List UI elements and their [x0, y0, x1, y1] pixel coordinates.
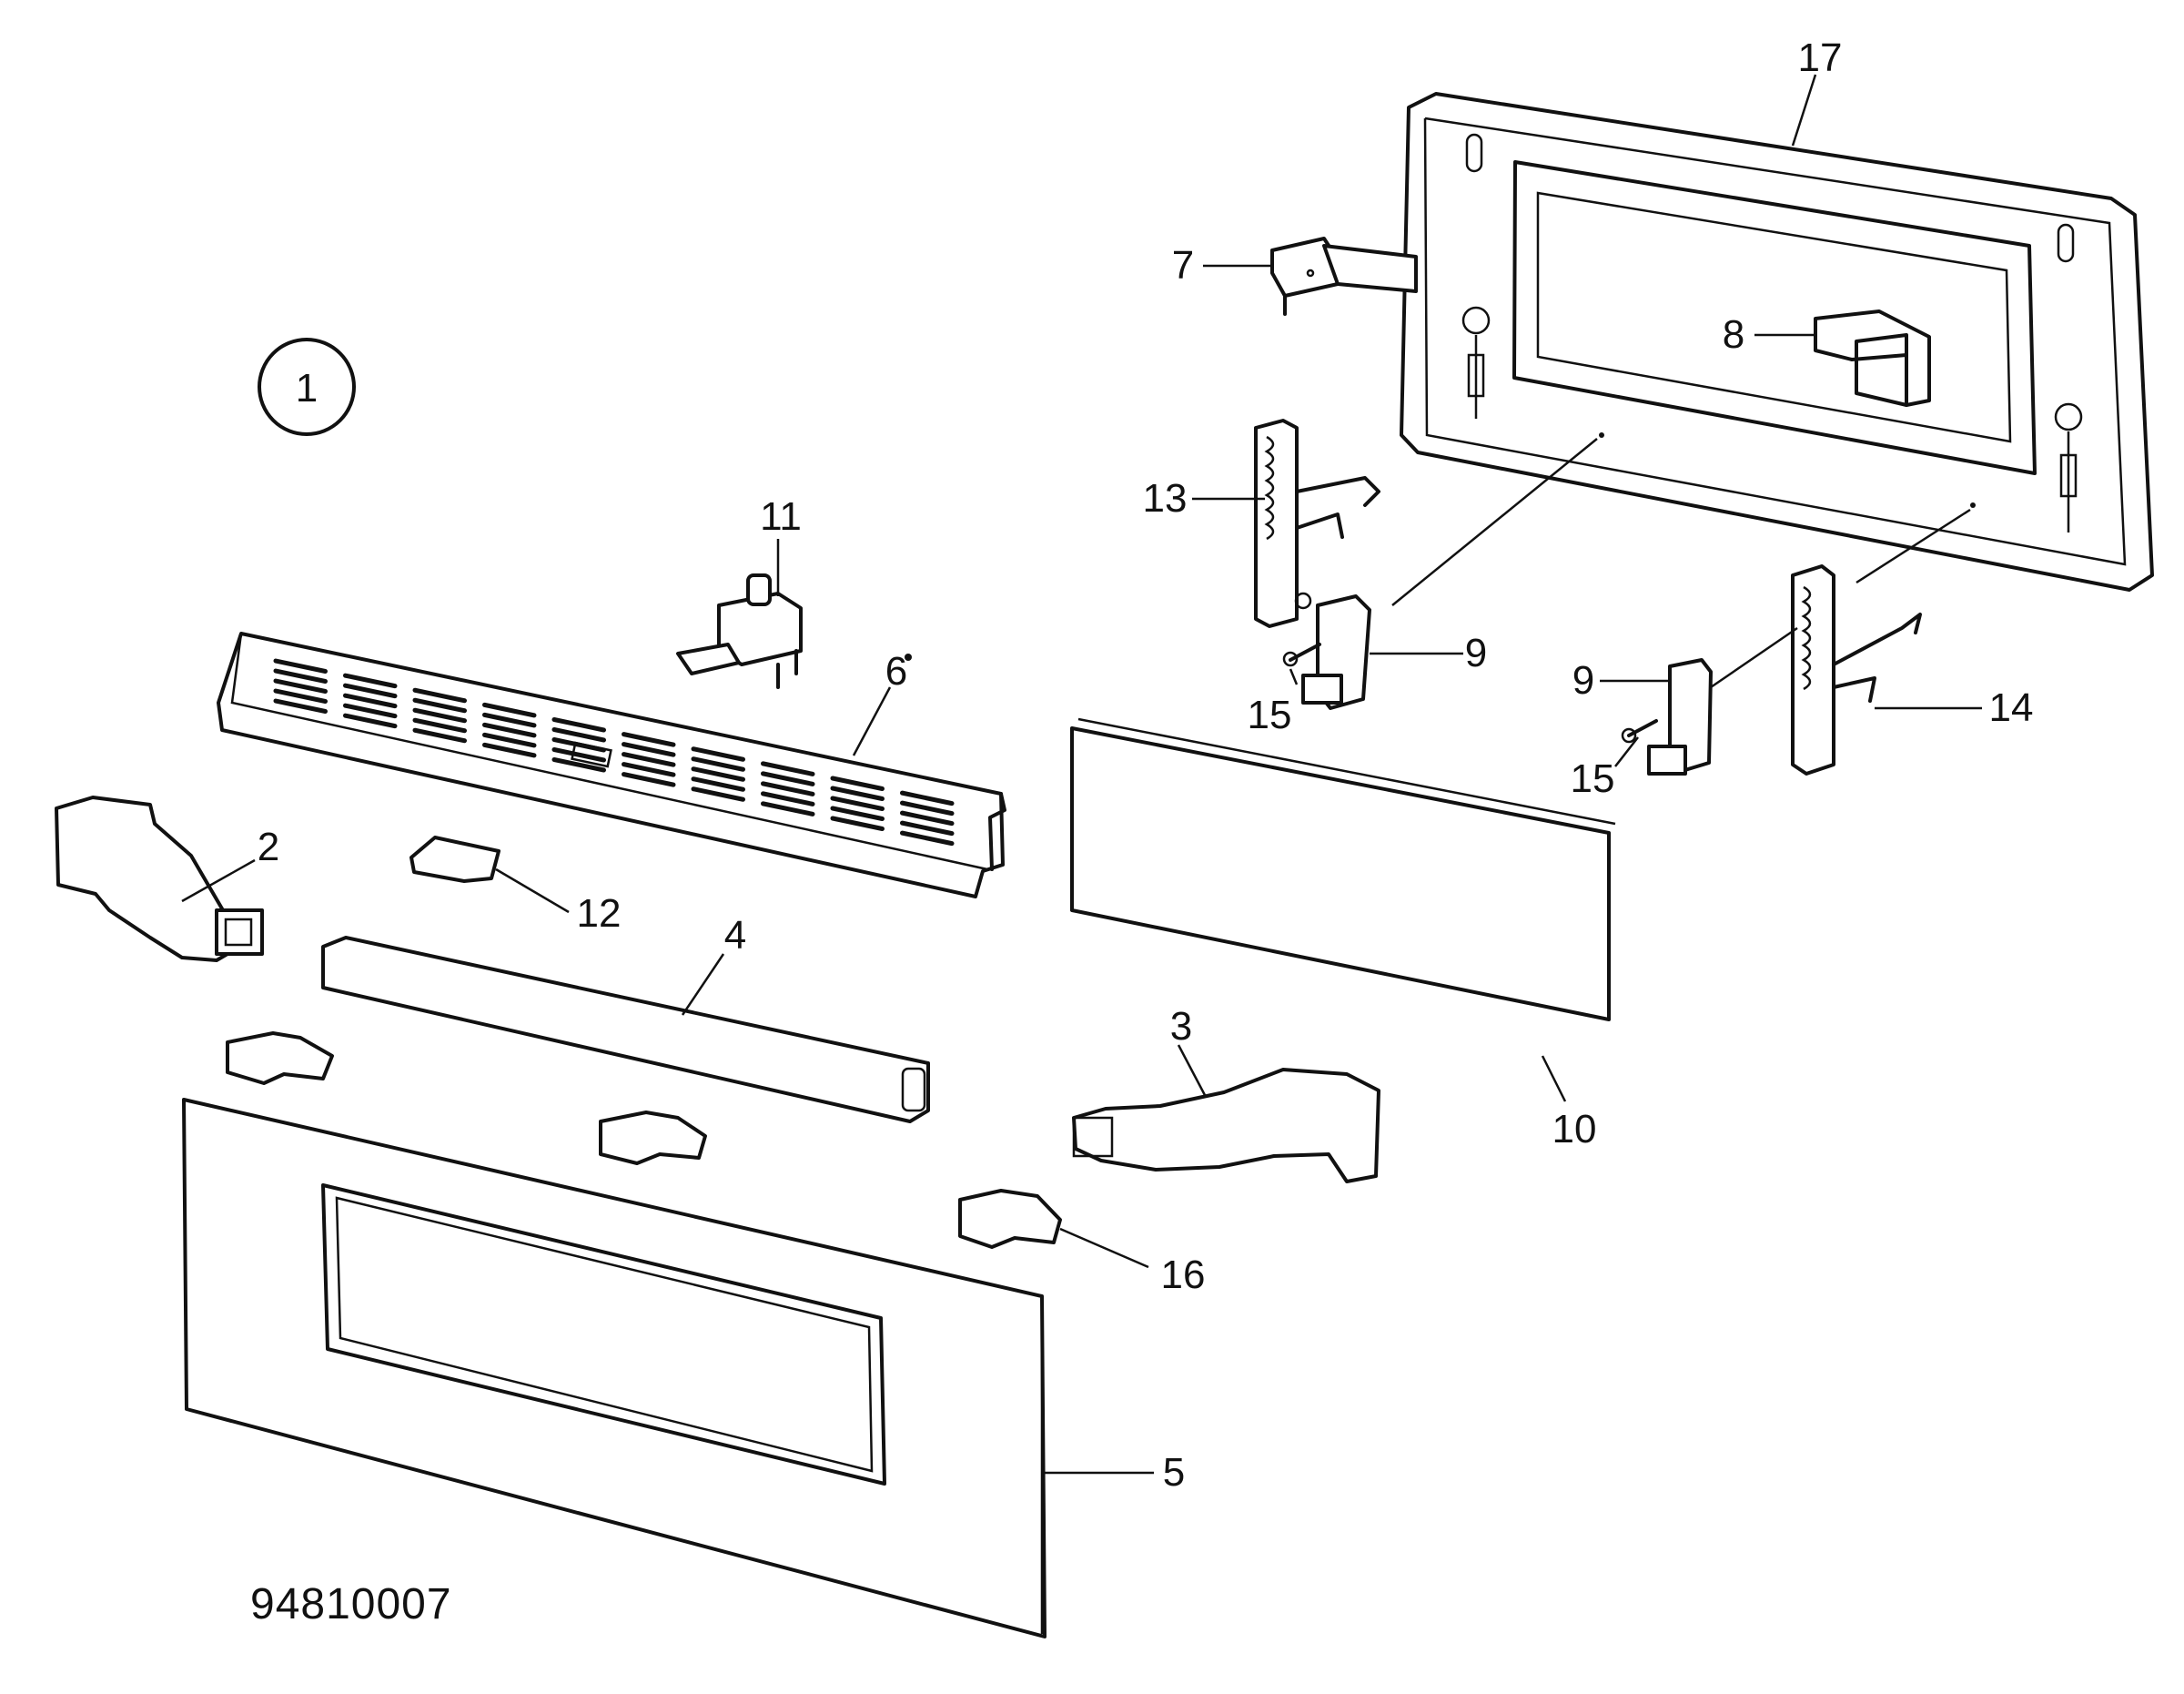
callout-3: 3	[1170, 1004, 1192, 1049]
vent-slot	[830, 786, 885, 801]
callout-12: 12	[577, 891, 622, 936]
vent-slot	[830, 776, 885, 791]
vent-slot	[551, 727, 606, 743]
vent-slot	[691, 786, 745, 802]
vent-slot	[830, 796, 885, 811]
vent-slot	[412, 717, 467, 734]
vent-slot	[273, 658, 328, 674]
part-9-catch-right	[1647, 658, 1713, 776]
vent-slot	[343, 673, 398, 689]
part-9-catch-left	[1301, 594, 1371, 710]
callout-16: 16	[1161, 1253, 1206, 1297]
vent-slot	[412, 707, 467, 724]
vent-slot	[412, 697, 467, 714]
part-16-clip-a	[226, 1031, 334, 1085]
part-17-inner-door-panel	[1400, 92, 2154, 592]
vent-slot	[900, 810, 955, 827]
vent-slot	[482, 732, 537, 748]
part-15-screw-right	[1621, 719, 1658, 744]
callout-15-left: 15	[1248, 693, 1292, 737]
part-14-hinge-right	[1791, 564, 1922, 776]
callout-8: 8	[1723, 312, 1744, 357]
part-2-handle-end-left	[55, 796, 264, 962]
vent-slot	[761, 771, 815, 786]
vent-slot	[343, 703, 398, 719]
part-12-block	[410, 836, 500, 883]
vent-slot	[622, 752, 676, 767]
part-15-screw-left	[1282, 643, 1321, 667]
part-10-glass-panel	[1070, 717, 1616, 1021]
callout-7: 7	[1172, 243, 1194, 288]
vent-slot	[551, 737, 606, 753]
vent-slot	[343, 713, 398, 729]
callout-2: 2	[258, 825, 279, 869]
figure-number-badge: 1	[258, 338, 356, 436]
part-11-switch	[676, 573, 803, 689]
callout-11: 11	[760, 494, 802, 539]
callout-9-right: 9	[1572, 658, 1594, 703]
vent-slot	[900, 790, 955, 806]
callout-10: 10	[1552, 1107, 1597, 1151]
part-3-handle-end-right	[1072, 1068, 1380, 1183]
vent-slot	[412, 687, 467, 704]
part-4-rail	[321, 936, 930, 1123]
vent-slot	[273, 678, 328, 694]
vent-slot	[343, 693, 398, 709]
vent-slot	[622, 742, 676, 757]
vent-slot	[691, 766, 745, 782]
vent-slot	[343, 683, 398, 699]
vent-slot	[482, 712, 537, 728]
vent-slot	[551, 757, 606, 773]
callout-4: 4	[724, 913, 746, 958]
vent-slot	[551, 747, 606, 763]
part-5-outer-door-glass	[182, 1098, 1046, 1638]
vent-slot	[691, 756, 745, 772]
vent-slot	[900, 830, 955, 847]
vent-slot	[273, 688, 328, 704]
callout-17: 17	[1798, 36, 1843, 80]
callout-5: 5	[1163, 1450, 1185, 1495]
callout-9-left: 9	[1465, 631, 1487, 675]
part-8-clip	[1814, 309, 1931, 407]
vent-slot	[622, 732, 676, 747]
callout-15-right: 15	[1571, 756, 1615, 801]
part-13-hinge-left	[1254, 419, 1380, 628]
callout-6: 6	[885, 649, 907, 694]
vent-slot	[622, 772, 676, 787]
part-7-bracket	[1270, 237, 1418, 316]
vent-slot	[900, 800, 955, 817]
vent-slot	[551, 717, 606, 733]
part-6-control-panel-strip	[217, 632, 1006, 898]
vent-slot	[691, 746, 745, 762]
vent-slot	[900, 820, 955, 837]
vent-slot	[761, 781, 815, 796]
callout-labels: 17 7 8 13 11 6 9 15 9 15 14 2 12 4 3 10 …	[258, 36, 2034, 1495]
vent-slot	[482, 702, 537, 718]
callout-14: 14	[1989, 685, 2034, 730]
drawing-code: 94810007	[250, 1580, 452, 1628]
callout-13: 13	[1143, 476, 1188, 521]
vent-slot	[622, 762, 676, 777]
vent-slot	[830, 816, 885, 831]
vent-slot	[761, 801, 815, 817]
vent-slot	[482, 722, 537, 738]
part-16-clip-c	[958, 1189, 1062, 1249]
vent-slot	[273, 698, 328, 714]
vent-slot	[830, 806, 885, 821]
vent-slot	[412, 727, 467, 744]
vent-slot	[761, 761, 815, 776]
vent-slot	[273, 668, 328, 684]
part-16-clip-b	[599, 1111, 707, 1165]
vent-slot	[482, 742, 537, 758]
vent-slot	[761, 791, 815, 806]
vent-slot	[691, 776, 745, 792]
leader-lines	[181, 74, 1982, 1475]
figure-number: 1	[296, 366, 318, 411]
